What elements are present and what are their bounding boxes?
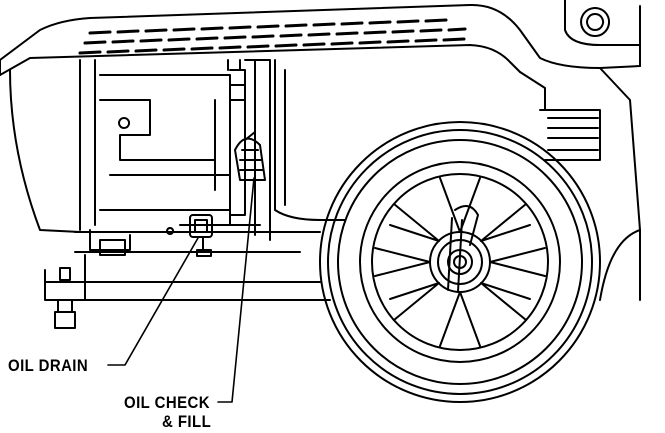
wheel-spokes <box>374 177 546 347</box>
oil-check-label: OIL CHECK <box>124 393 210 412</box>
engine-block <box>74 59 346 253</box>
oil-check-leader <box>217 177 255 403</box>
oil-drain-label: OIL DRAIN <box>8 356 89 375</box>
housing-outline <box>0 0 641 301</box>
vent-grille <box>78 18 467 55</box>
mounting-bracket <box>44 229 331 329</box>
oil-drain-leader <box>107 237 199 366</box>
leader-lines <box>107 177 255 403</box>
wheel <box>319 121 601 403</box>
oil-fill-cap <box>234 131 266 181</box>
oil-fill-label: & FILL <box>162 412 212 431</box>
oil-drain-plug <box>166 214 213 257</box>
